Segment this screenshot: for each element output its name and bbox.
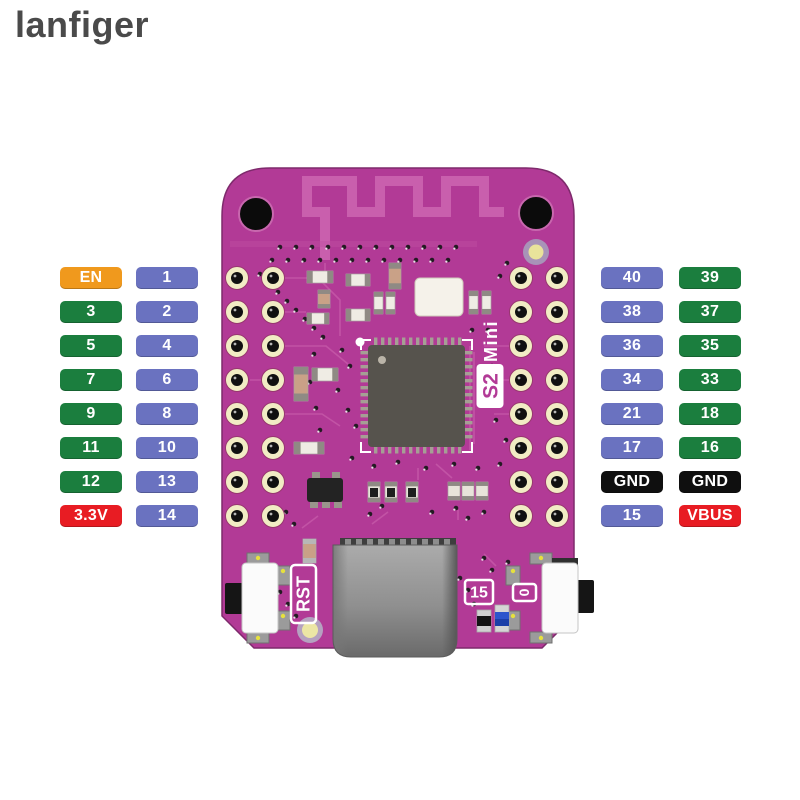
pin-label-13: 13 [136,471,198,493]
pin-label-1: 1 [136,267,198,289]
pin-label-14: 14 [136,505,198,527]
sot23-component [307,472,343,508]
pin-label-33: 33 [679,369,741,391]
silkscreen-brackets [360,339,473,453]
wifi-antenna-trace [302,176,504,260]
pin-label-2: 2 [136,301,198,323]
pin-label-39: 39 [679,267,741,289]
pin-label-vbus: VBUS [679,505,741,527]
pin-label-36: 36 [601,335,663,357]
led-component [494,604,510,633]
pin-label-3_3v: 3.3V [60,505,122,527]
fiducial-pad [523,239,549,265]
pin-holes [225,266,569,528]
smd-components [293,262,492,503]
pin-label-9: 9 [60,403,122,425]
rst-silkscreen: RST [289,563,318,625]
pin-label-8: 8 [136,403,198,425]
pin-label-37: 37 [679,301,741,323]
pin-label-11: 11 [60,437,122,459]
crystal-oscillator [414,277,464,317]
pin-label-6: 6 [136,369,198,391]
pin-label-column-left-inner: 1 2 4 6 8 10 13 14 [136,267,198,527]
rst-button [225,552,291,644]
pin-label-18: 18 [679,403,741,425]
pin15-silkscreen: 15 [463,578,495,606]
brand-logo: lanfiger [15,4,150,45]
pin-label-gnd: GND [679,471,741,493]
dark-capacitor [476,609,492,633]
chip-label-mini: Mini [481,320,501,362]
pin-label-15: 15 [601,505,663,527]
pin-label-17: 17 [601,437,663,459]
gold-pad [297,617,323,643]
boot0-label: 0 [517,589,533,597]
mounting-hole-left [238,196,274,232]
rst-plunger [225,583,243,614]
mounting-hole-right [518,195,554,231]
pin-label-en: EN [60,267,122,289]
tan-capacitor [302,538,317,564]
pin-label-34: 34 [601,369,663,391]
esp32-s2-chip [355,337,473,454]
pcb-board: S2 Mini [221,167,594,658]
pin-label-column-left-outer: EN 3 5 7 9 11 12 3.3V [60,267,122,527]
pin-label-10: 10 [136,437,198,459]
usb-c-connector [332,538,458,658]
chip-label-s2: S2 [480,373,503,399]
pin-label-3: 3 [60,301,122,323]
pin-label-7: 7 [60,369,122,391]
pin-label-5: 5 [60,335,122,357]
rst-label: RST [294,576,314,612]
pin-label-16: 16 [679,437,741,459]
boot-plunger [576,580,594,613]
pin15-label: 15 [470,585,488,602]
pin-label-4: 4 [136,335,198,357]
pin-label-38: 38 [601,301,663,323]
pin-label-gnd: GND [601,471,663,493]
pin-label-40: 40 [601,267,663,289]
boot0-silkscreen: 0 [511,582,538,603]
pin-label-12: 12 [60,471,122,493]
boot-button [505,552,594,644]
pin-label-21: 21 [601,403,663,425]
pin-label-35: 35 [679,335,741,357]
board-name-silkscreen: S2 Mini [476,320,504,408]
